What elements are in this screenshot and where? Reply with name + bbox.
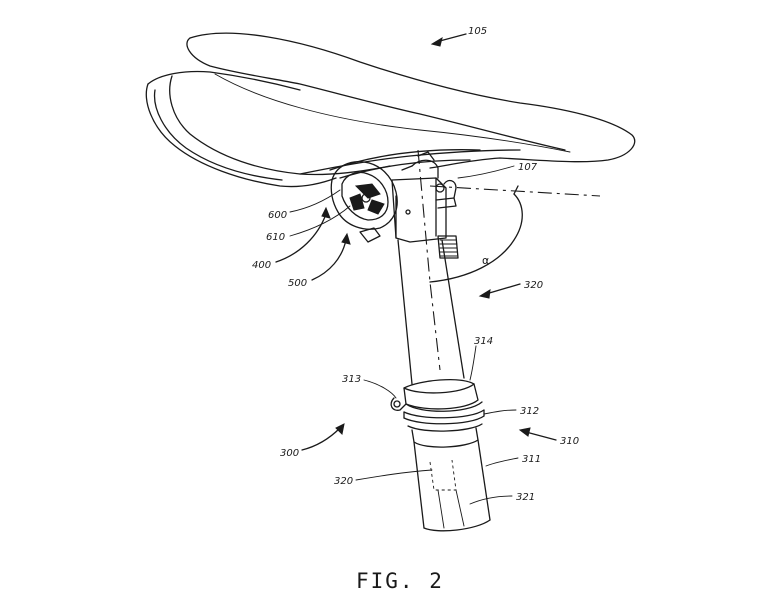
ref-300: 300 — [280, 448, 299, 459]
saddle — [145, 32, 636, 188]
ref-320-bottom: 320 — [334, 476, 353, 487]
ref-310: 310 — [560, 436, 579, 447]
ref-320-top: 320 — [524, 280, 543, 291]
ref-321: 321 — [516, 492, 535, 503]
reference-numerals: 105 107 600 610 400 500 α 320 314 313 31… — [252, 26, 579, 503]
ref-314: 314 — [474, 336, 493, 347]
ref-313: 313 — [342, 374, 361, 385]
figure-caption: FIG. 2 — [356, 569, 444, 593]
clamp-head — [330, 151, 459, 259]
lower-tube — [413, 439, 491, 532]
ref-107: 107 — [518, 162, 538, 173]
angle-alpha: α — [482, 254, 489, 267]
ref-600: 600 — [268, 210, 287, 221]
collar — [390, 379, 485, 448]
ref-312: 312 — [520, 406, 539, 417]
ref-400: 400 — [252, 260, 271, 271]
ref-500: 500 — [288, 278, 307, 289]
ref-105: 105 — [468, 26, 487, 37]
ref-311: 311 — [522, 454, 541, 465]
ref-610: 610 — [266, 232, 285, 243]
upper-post — [397, 149, 601, 385]
leader-lines — [275, 33, 557, 505]
